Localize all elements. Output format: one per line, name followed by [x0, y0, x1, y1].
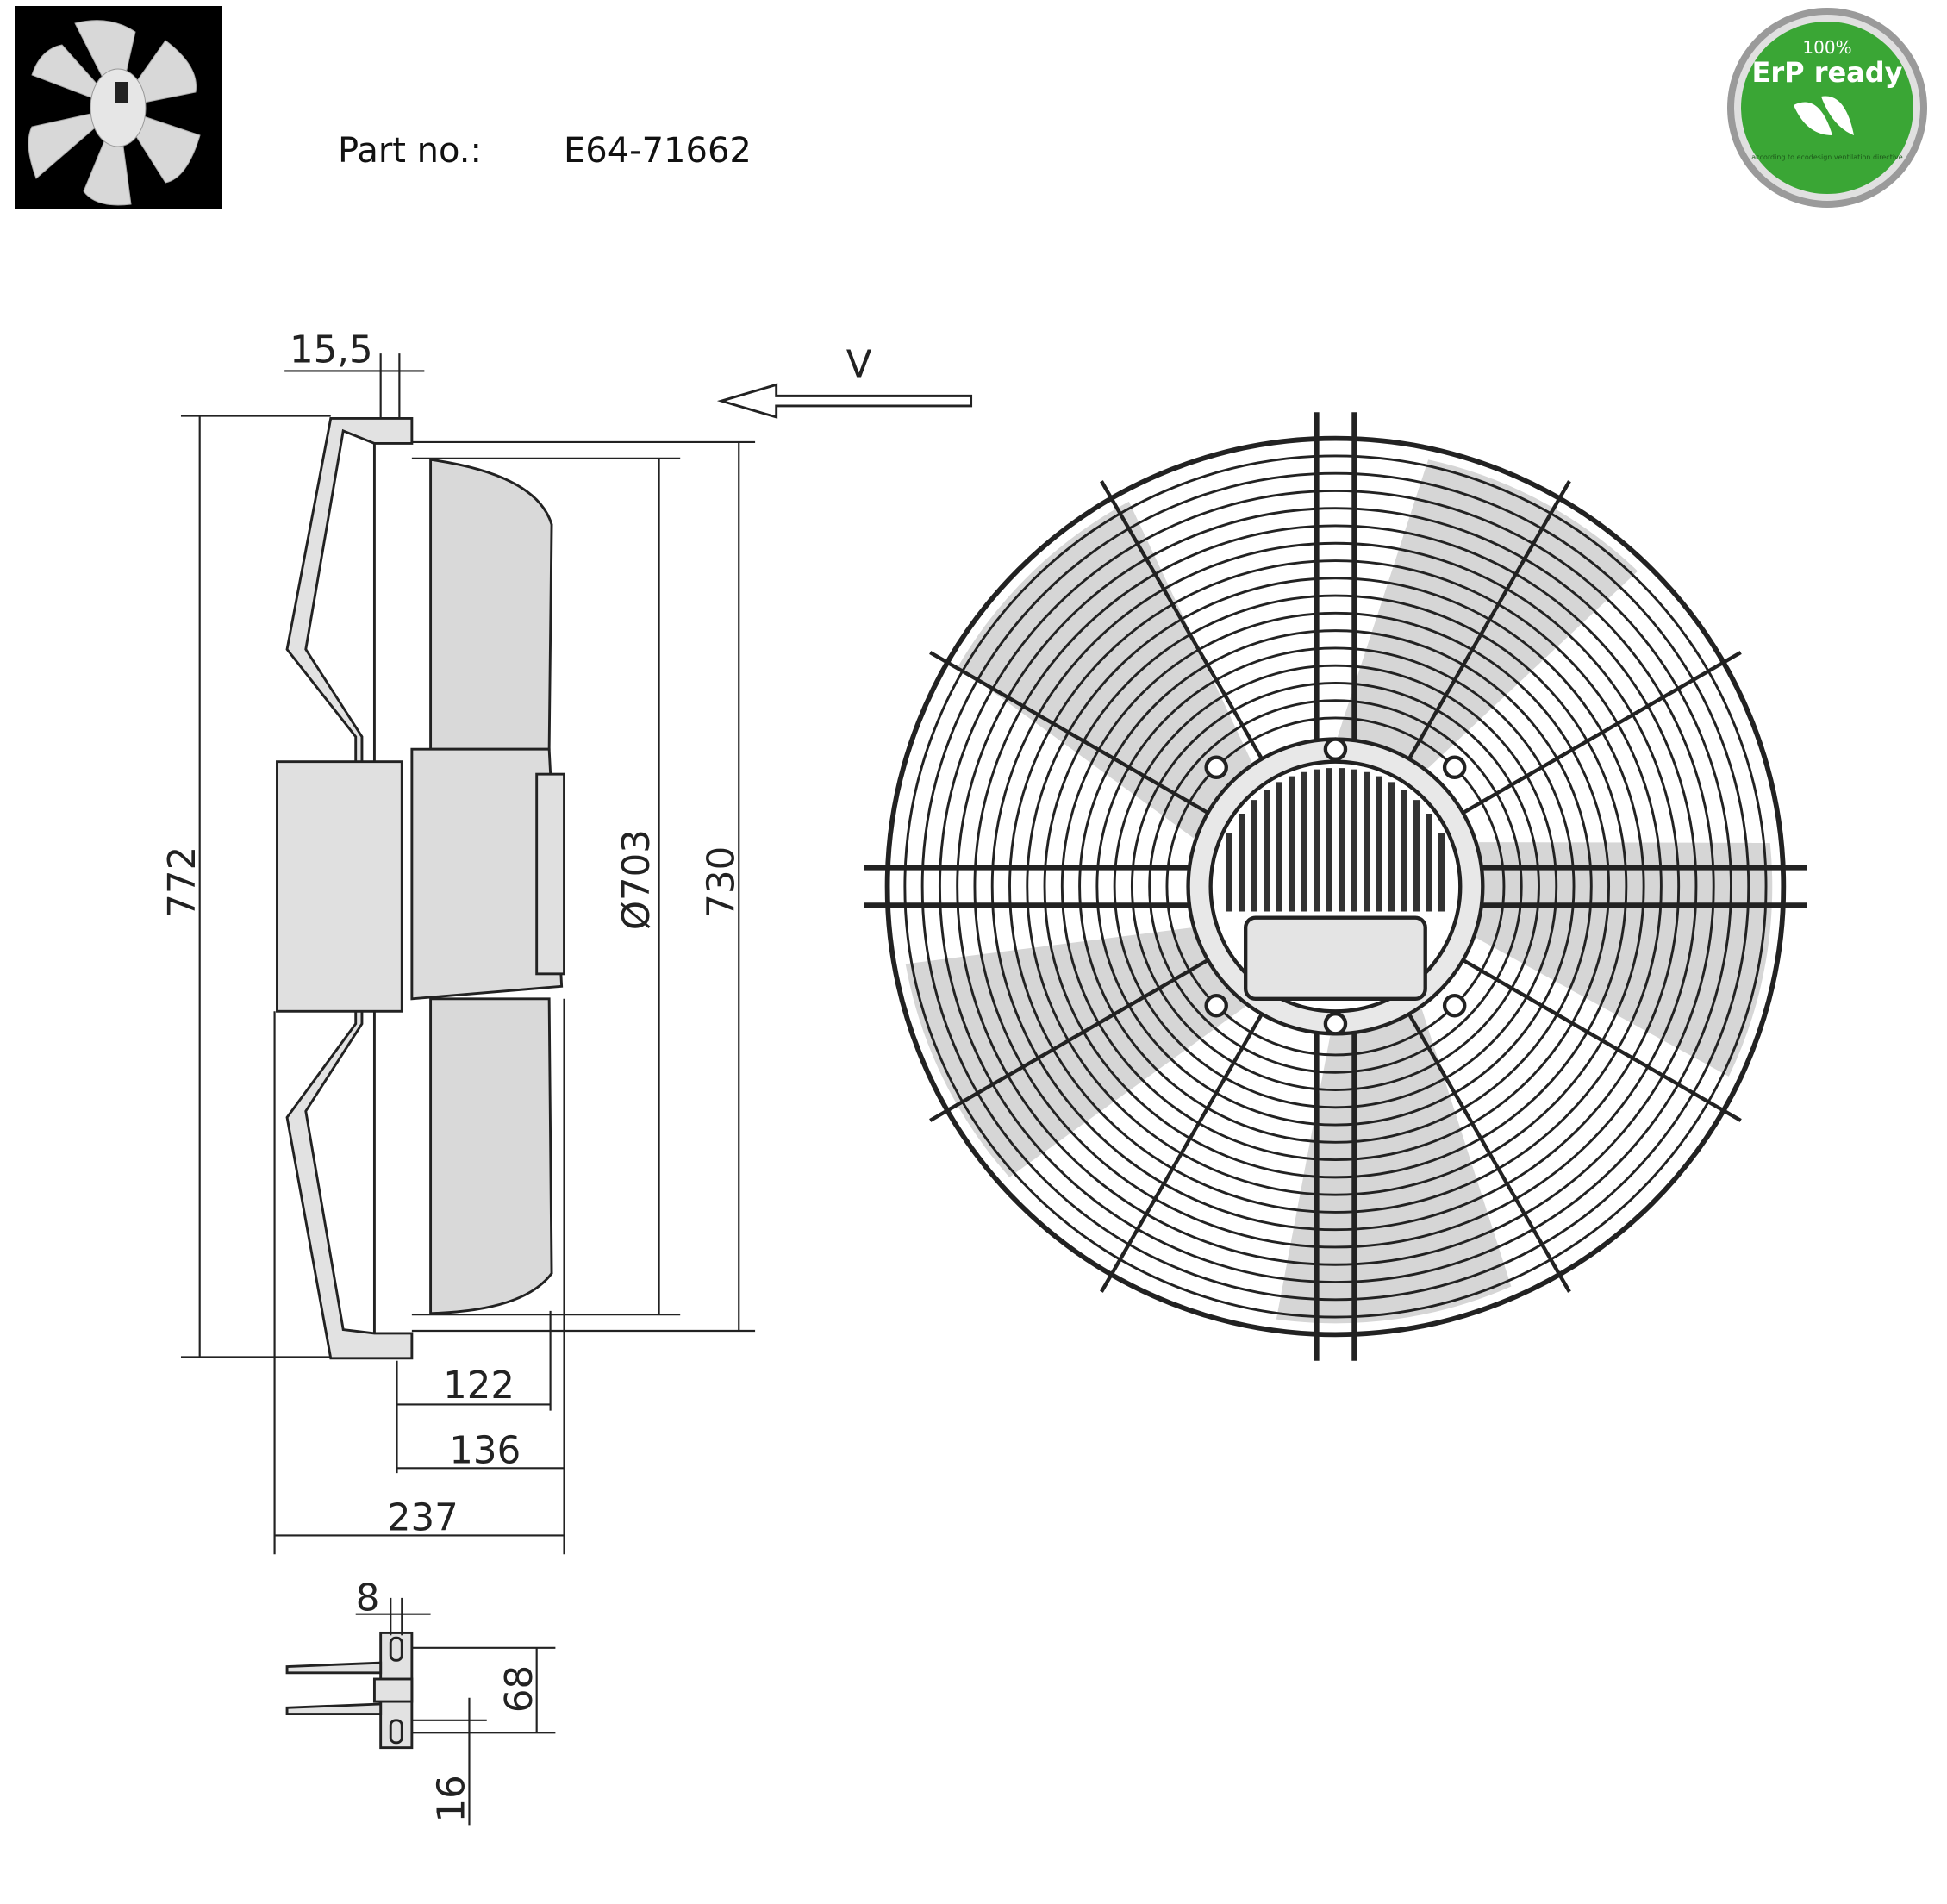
- mounting-bolt: [1442, 755, 1467, 780]
- terminal-box: [1244, 915, 1427, 1001]
- mounting-bolt: [1442, 993, 1467, 1018]
- guard-ring: [1165, 716, 1506, 1057]
- guard-ring: [990, 541, 1681, 1232]
- erp-ready-badge: 100% ErP ready according to ecodesign ve…: [1725, 6, 1930, 209]
- part-number-label: Part no.:: [338, 131, 482, 171]
- part-number-value: E64-71662: [564, 131, 752, 171]
- guard-spoke: [929, 956, 1213, 1122]
- fan-photo-icon: [28, 20, 201, 206]
- guard-spoke: [1458, 651, 1742, 817]
- guard-ring: [1130, 681, 1540, 1091]
- guard-ring: [1113, 664, 1558, 1109]
- guard-ring: [1060, 611, 1611, 1162]
- mounting-bolt: [1204, 755, 1228, 780]
- dim-depth-total: 237: [387, 1497, 459, 1540]
- guard-spoke: [1100, 480, 1266, 764]
- guard-ring: [1148, 699, 1523, 1074]
- dim-depth-b: 136: [449, 1429, 521, 1472]
- fan-blade: [1476, 842, 1773, 1077]
- guard-spoke: [1405, 480, 1571, 764]
- side-view: [180, 353, 973, 1555]
- guard-ring: [1043, 594, 1628, 1179]
- badge-subtitle: according to ecodesign ventilation direc…: [1751, 153, 1903, 161]
- guard-ring: [1008, 559, 1663, 1214]
- guard-spoke: [929, 651, 1213, 817]
- guard-ring: [956, 507, 1715, 1266]
- fan-blade: [1276, 1008, 1512, 1324]
- leaf-icon: [1794, 96, 1854, 135]
- guard-ring: [920, 471, 1750, 1302]
- guard-spoke: [1458, 956, 1742, 1122]
- dim-overall-height: 772: [161, 846, 204, 918]
- guard-ring: [1095, 646, 1576, 1127]
- fan-blade: [958, 501, 1252, 839]
- dim-slot-spacing: 68: [498, 1665, 541, 1713]
- dim-flange: 15,5: [290, 328, 373, 371]
- mounting-bolt: [1204, 993, 1228, 1018]
- fan-product-photo: [15, 6, 222, 209]
- badge-percent: 100%: [1802, 37, 1851, 58]
- guard-spoke: [1405, 1009, 1571, 1293]
- guard-ring: [903, 454, 1768, 1319]
- dim-depth-a: 122: [443, 1364, 515, 1408]
- guard-ring: [1078, 629, 1593, 1144]
- guard-ring: [973, 524, 1698, 1249]
- airflow-direction-label: V: [846, 344, 872, 387]
- mounting-slot-detail: [285, 1597, 556, 1826]
- guard-ring: [1026, 577, 1645, 1196]
- mounting-bolt: [1323, 1012, 1348, 1036]
- guard-spoke: [1100, 1009, 1266, 1293]
- fan-blade: [1337, 459, 1638, 769]
- dim-slot-length: 16: [431, 1775, 474, 1822]
- dim-guard-height: 730: [700, 846, 743, 918]
- mounting-bolt: [1323, 737, 1348, 761]
- dim-blade-diameter: Ø703: [615, 829, 658, 930]
- dim-slot-width: 8: [356, 1576, 380, 1620]
- guard-ring: [884, 435, 1787, 1338]
- badge-title: ErP ready: [1751, 56, 1902, 89]
- front-view: [864, 412, 1807, 1361]
- guard-ring: [938, 489, 1732, 1283]
